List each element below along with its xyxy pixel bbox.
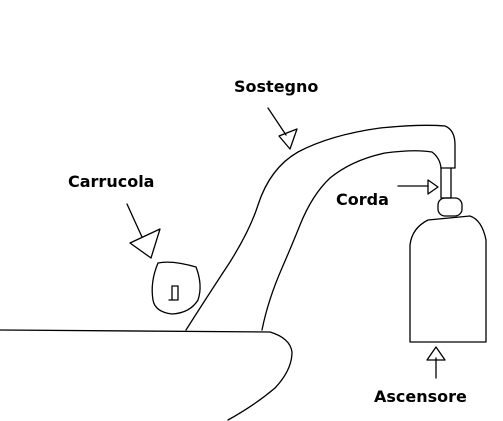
pulley-body: [151, 261, 201, 315]
sostegno-arrowhead: [278, 128, 298, 150]
rope-connector: [437, 197, 463, 217]
label-sostegno: Sostegno: [234, 77, 319, 96]
label-corda: Corda: [336, 190, 389, 209]
carrucola-arrow-shaft: [126, 203, 143, 238]
carrucola-arrowhead: [129, 228, 161, 259]
ground-surface: [0, 329, 293, 421]
support-arm-outer: [185, 124, 456, 331]
pulley-axle: [168, 285, 179, 301]
ascensore-arrowhead: [426, 346, 446, 361]
corda-arrowhead: [427, 179, 439, 195]
sostegno-arrow-shaft: [267, 107, 287, 136]
rope: [440, 167, 452, 199]
elevator-body: [409, 215, 487, 343]
label-ascensore: Ascensore: [374, 387, 467, 406]
label-carrucola: Carrucola: [68, 172, 155, 191]
support-arm-inner: [261, 150, 442, 331]
